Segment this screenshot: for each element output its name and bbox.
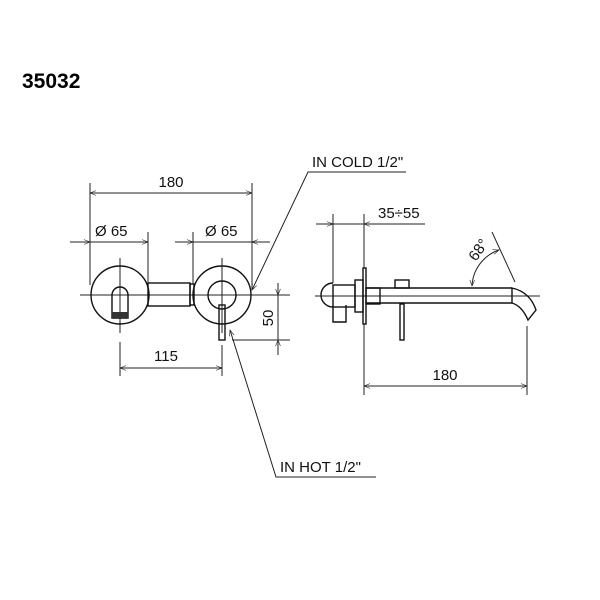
- dim-right-diameter: Ø 65: [205, 223, 238, 240]
- dim-lever-offset: 50: [260, 310, 277, 327]
- dim-spout-projection: 180: [432, 367, 457, 384]
- spout-rosette: [90, 265, 150, 325]
- dim-left-diameter: Ø 65: [95, 223, 128, 240]
- mixer-rosette: [192, 265, 252, 325]
- label-cold-inlet: IN COLD 1/2": [312, 154, 403, 171]
- dim-overall-width: 180: [158, 174, 183, 191]
- dim-center-distance: 115: [154, 348, 178, 365]
- side-view: 35÷55 68° 180: [315, 205, 540, 395]
- front-view: 180 Ø 65 Ø 65 50 115 IN COLD 1/2" IN HOT…: [70, 154, 406, 478]
- label-hot-inlet: IN HOT 1/2": [280, 459, 361, 476]
- lever-handle: [218, 304, 226, 341]
- product-code: 35032: [22, 70, 80, 93]
- dim-spout-angle: 68°: [465, 236, 492, 264]
- dim-wall-depth: 35÷55: [378, 205, 420, 222]
